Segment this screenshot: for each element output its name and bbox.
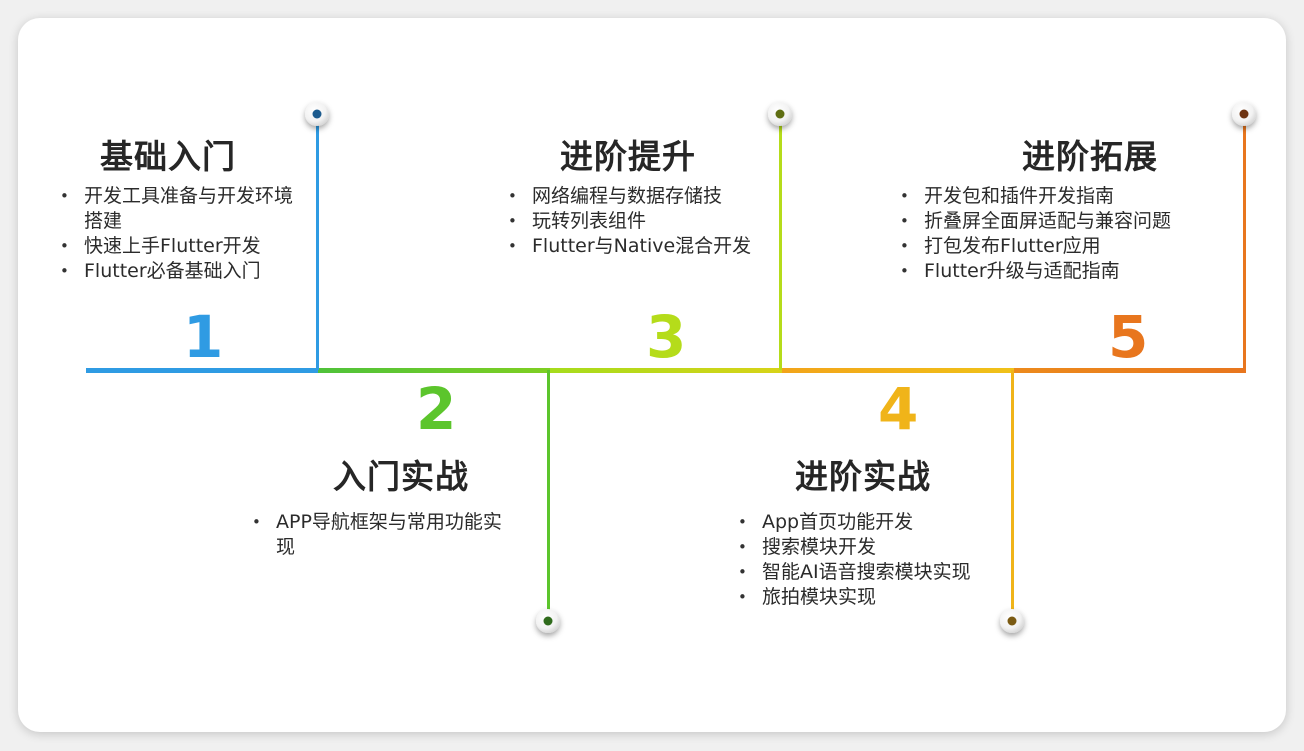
list-item: 开发工具准备与开发环境搭建 <box>58 184 308 234</box>
stage-3-list: 网络编程与数据存储技 玩转列表组件 Flutter与Native混合开发 <box>506 184 756 259</box>
timeline-segment-4 <box>782 368 1014 373</box>
timeline-segment-3 <box>550 368 782 373</box>
list-item: 开发包和插件开发指南 <box>898 184 1228 209</box>
list-item: 智能AI语音搜索模块实现 <box>736 560 1026 585</box>
stage-4-list: App首页功能开发 搜索模块开发 智能AI语音搜索模块实现 旅拍模块实现 <box>736 510 1026 610</box>
stage-2-number: 2 <box>416 375 457 443</box>
stage-1-number: 1 <box>183 303 224 371</box>
stage-4-title: 进阶实战 <box>795 457 931 496</box>
list-item: APP导航框架与常用功能实现 <box>250 510 520 560</box>
connector-2 <box>547 370 550 620</box>
list-item: App首页功能开发 <box>736 510 1026 535</box>
list-item: 快速上手Flutter开发 <box>58 234 308 259</box>
list-item: 玩转列表组件 <box>506 209 756 234</box>
stage-5-number: 5 <box>1108 303 1149 371</box>
list-item: 旅拍模块实现 <box>736 585 1026 610</box>
stage-3-number: 3 <box>646 303 687 371</box>
timeline-segment-2 <box>318 368 550 373</box>
stage-5-title: 进阶拓展 <box>1022 137 1158 176</box>
timeline-graphic <box>86 102 1256 633</box>
list-item: 折叠屏全面屏适配与兼容问题 <box>898 209 1228 234</box>
list-item: 网络编程与数据存储技 <box>506 184 756 209</box>
timeline-segment-1 <box>86 368 318 373</box>
stage-3-title: 进阶提升 <box>560 137 696 176</box>
connector-3 <box>779 116 782 370</box>
timeline-segment-5 <box>1014 368 1246 373</box>
connector-5 <box>1243 116 1246 370</box>
connector-1 <box>316 116 319 370</box>
list-item: 搜索模块开发 <box>736 535 1026 560</box>
list-item: 打包发布Flutter应用 <box>898 234 1228 259</box>
stage-1-list: 开发工具准备与开发环境搭建 快速上手Flutter开发 Flutter必备基础入… <box>58 184 308 284</box>
stage-2-title: 入门实战 <box>333 457 469 496</box>
stage-2-list: APP导航框架与常用功能实现 <box>250 510 520 560</box>
connector-4 <box>1011 370 1014 620</box>
list-item: Flutter升级与适配指南 <box>898 259 1228 284</box>
stage-5-list: 开发包和插件开发指南 折叠屏全面屏适配与兼容问题 打包发布Flutter应用 F… <box>898 184 1228 284</box>
stage-1-title: 基础入门 <box>100 137 236 176</box>
slide-frame: 基础入门 开发工具准备与开发环境搭建 快速上手Flutter开发 Flutter… <box>18 18 1286 732</box>
list-item: Flutter必备基础入门 <box>58 259 308 284</box>
stage-4-number: 4 <box>878 375 919 443</box>
list-item: Flutter与Native混合开发 <box>506 234 756 259</box>
